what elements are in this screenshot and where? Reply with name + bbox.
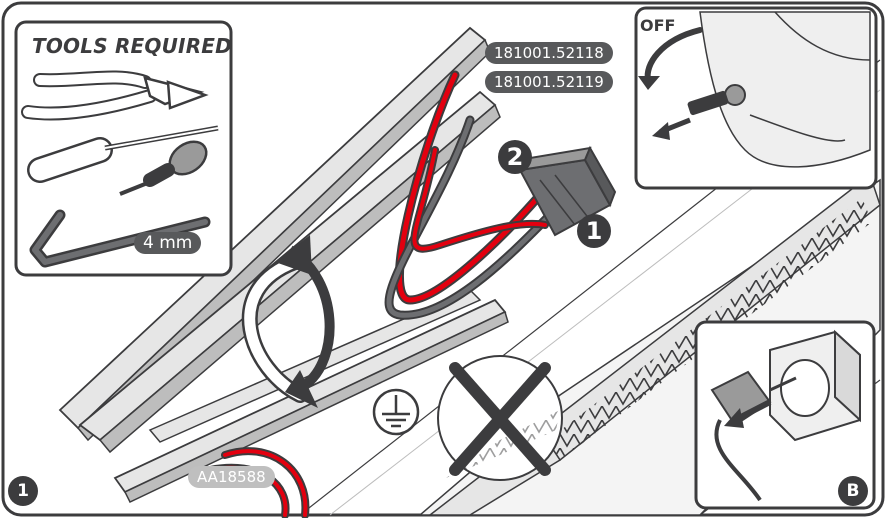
prohibited-cross-icon <box>437 355 563 481</box>
off-label: OFF <box>640 16 676 35</box>
callout-1: 1 <box>577 214 611 248</box>
part-number-label: 181001.52119 <box>485 71 613 93</box>
screwdriver-flat-icon <box>27 125 219 183</box>
allen-key-icon <box>29 209 211 268</box>
rotate-arrow-icon <box>241 235 335 408</box>
tools-panel <box>14 20 233 277</box>
key-panel <box>634 6 878 190</box>
earth-ground-icon <box>372 388 420 436</box>
pliers-icon <box>21 70 209 121</box>
panel-badge-b: B <box>838 476 868 506</box>
tools-title: TOOLS REQUIRED <box>32 34 232 58</box>
callout-2: 2 <box>498 140 532 174</box>
wires <box>206 70 555 518</box>
step-number-badge: 1 <box>8 476 38 506</box>
part-number-label: 181001.52118 <box>485 42 613 64</box>
screwdriver-phillips-icon <box>119 140 208 196</box>
turn-off-arrow-icon <box>644 27 703 83</box>
plug-panel <box>694 320 876 510</box>
part-number-label: AA18588 <box>188 466 275 488</box>
allen-key-size-label: 4 mm <box>134 232 202 254</box>
